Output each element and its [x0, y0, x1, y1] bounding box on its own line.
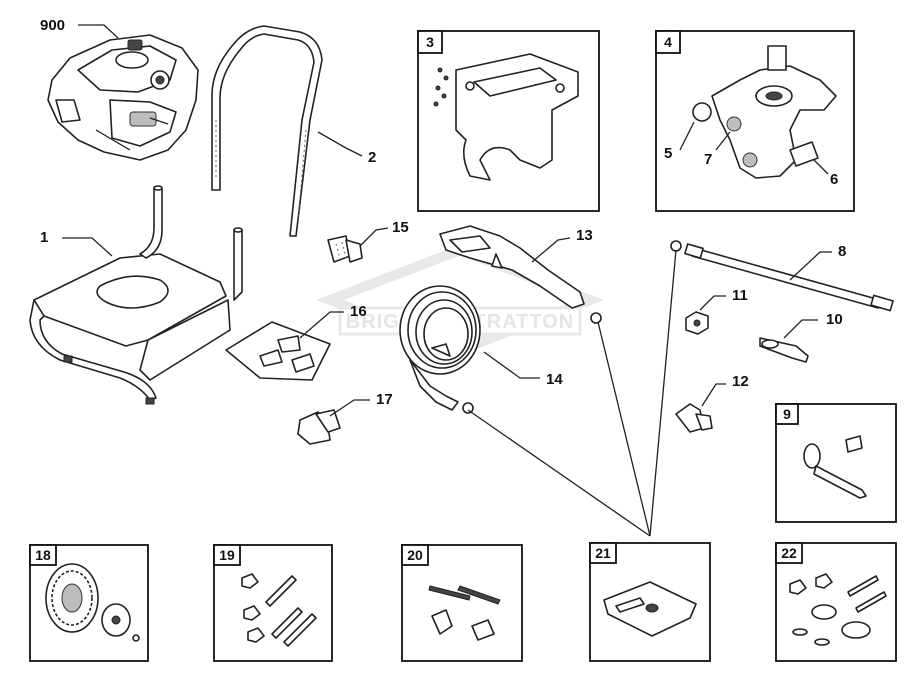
part-12-adapter	[675, 403, 713, 433]
part-8-wand	[670, 240, 894, 312]
box-4: 4	[655, 30, 855, 212]
part-15-fitting	[327, 235, 363, 263]
part-900-engine	[47, 34, 199, 161]
box-label-4: 4	[664, 34, 672, 50]
label-14: 14	[546, 371, 563, 388]
box-label-22: 22	[781, 545, 797, 561]
box-label-3: 3	[426, 34, 434, 50]
box-label-20: 20	[407, 547, 423, 563]
box-label-19: 19	[219, 547, 235, 563]
box-label-18: 18	[35, 547, 51, 563]
label-8: 8	[838, 243, 846, 260]
box-19: 19	[213, 544, 333, 662]
leader-lines-to-21	[467, 249, 677, 537]
part-1-frame	[29, 185, 243, 405]
label-15: 15	[392, 219, 409, 236]
label-2: 2	[368, 149, 376, 166]
label-10: 10	[826, 311, 843, 328]
label-1: 1	[40, 229, 48, 246]
part-14-hose	[399, 285, 481, 414]
box-9: 9	[775, 403, 897, 523]
label-11: 11	[732, 287, 748, 304]
label-900: 900	[40, 17, 65, 34]
part-11-nut	[685, 311, 709, 335]
box-label-9: 9	[783, 406, 791, 422]
label-5: 5	[664, 145, 672, 162]
label-17: 17	[376, 391, 393, 408]
label-12: 12	[732, 373, 749, 390]
label-13: 13	[576, 227, 593, 244]
box-18: 18	[29, 544, 149, 662]
label-16: 16	[350, 303, 367, 320]
box-20: 20	[401, 544, 523, 662]
part-17-connector	[297, 409, 341, 445]
box-label-21: 21	[595, 545, 611, 561]
label-6: 6	[830, 171, 838, 188]
part-2-handle	[211, 25, 323, 237]
box-21: 21	[589, 542, 711, 662]
part-16-bag	[225, 321, 331, 381]
label-7: 7	[704, 151, 712, 168]
box-22: 22	[775, 542, 897, 662]
part-13-spray-gun	[439, 225, 602, 324]
part-10-bolt	[759, 337, 809, 363]
box-3: 3	[417, 30, 600, 212]
